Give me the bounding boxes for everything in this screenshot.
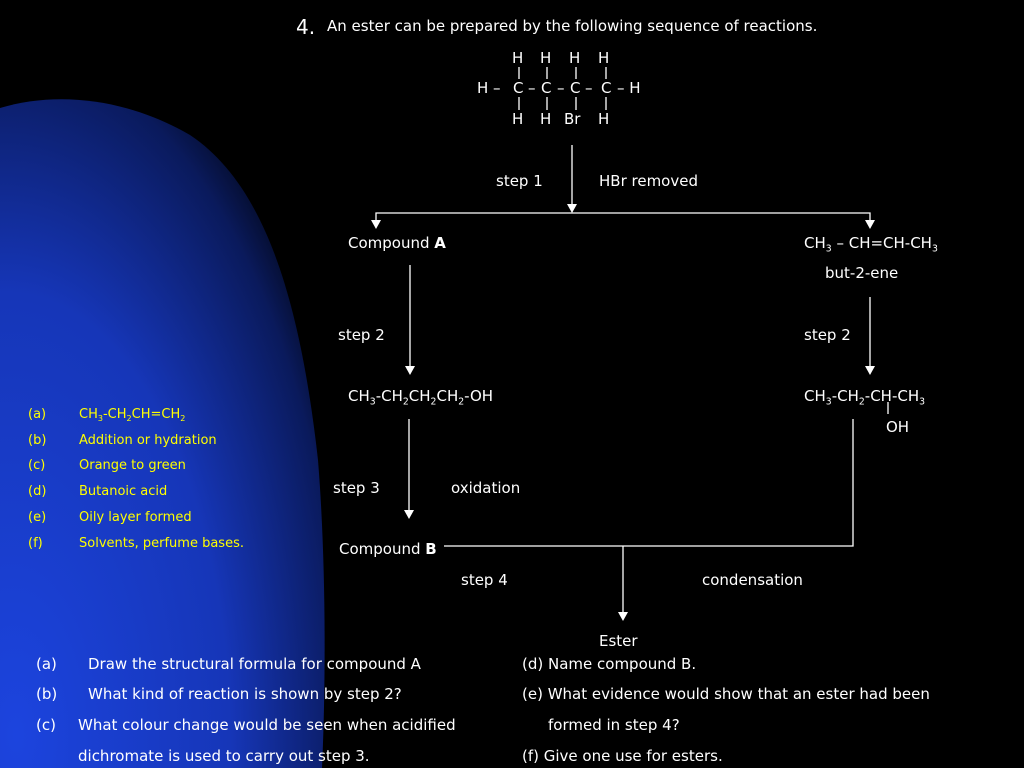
- step1-condition: HBr removed: [599, 172, 698, 190]
- step3-label: step 3: [333, 479, 380, 497]
- answer-key-b: (b): [28, 433, 47, 448]
- molecule-bottom-br: Br: [564, 110, 581, 128]
- step4-label: step 4: [461, 571, 508, 589]
- question-a: Draw the structural formula for compound…: [88, 655, 421, 673]
- molecule-carbon-3: C: [570, 79, 581, 97]
- molecule-bottom-h-4: H: [598, 110, 610, 128]
- molecule-carbon-4: C: [601, 79, 612, 97]
- answer-f: Solvents, perfume bases.: [79, 536, 244, 551]
- flow-arrows: [371, 145, 889, 621]
- step3-condition: oxidation: [451, 479, 521, 497]
- molecule-carbon-1: C: [513, 79, 524, 97]
- question-number: 4.: [296, 15, 316, 39]
- butan-2-ol-formula: CH3-CH2-CH-CH3: [804, 387, 926, 408]
- answer-d: Butanoic acid: [79, 484, 168, 499]
- molecule-dash-3: –: [585, 79, 593, 97]
- answer-c: Orange to green: [79, 458, 186, 473]
- step1-label: step 1: [496, 172, 543, 190]
- but-2-ene-formula: CH3 – CH=CH-CH3: [804, 234, 938, 255]
- question-d: (d) Name compound B.: [522, 655, 697, 673]
- but-2-ene-name: but-2-ene: [825, 264, 899, 282]
- molecule-bottom-h-2: H: [540, 110, 552, 128]
- question-e: (e) What evidence would show that an est…: [522, 685, 930, 703]
- blue-quarter-shape: [0, 99, 325, 768]
- molecule-top-h-1: H: [512, 49, 524, 67]
- answer-key-e: (e): [28, 510, 47, 525]
- question-c: What colour change would be seen when ac…: [78, 716, 456, 734]
- question-b: What kind of reaction is shown by step 2…: [88, 685, 402, 703]
- question-f: (f) Give one use for esters.: [522, 747, 723, 765]
- compound-b-label: Compound B: [339, 540, 437, 558]
- answer-key-c: (c): [28, 458, 46, 473]
- molecule-bottom-h-1: H: [512, 110, 524, 128]
- question-key-b: (b): [36, 685, 58, 703]
- molecule-bonds: [518, 67, 607, 110]
- molecule-top-h-4: H: [598, 49, 610, 67]
- butanol-formula: CH3-CH2CH2CH2-OH: [348, 387, 494, 408]
- compound-a-label: Compound A: [348, 234, 446, 252]
- molecule-right-h: – H: [617, 79, 641, 97]
- answer-key-a: (a): [28, 407, 47, 422]
- question-c-continued: dichromate is used to carry out step 3.: [78, 747, 370, 765]
- question-key-a: (a): [36, 655, 57, 673]
- molecule-dash-1: –: [528, 79, 536, 97]
- step4-condition: condensation: [702, 571, 803, 589]
- molecule-dash-2: –: [557, 79, 565, 97]
- answer-key-f: (f): [28, 536, 43, 551]
- question-intro: An ester can be prepared by the followin…: [327, 17, 818, 35]
- question-key-c: (c): [36, 716, 56, 734]
- right-step2-label: step 2: [804, 326, 851, 344]
- answer-a: CH3-CH2CH=CH2: [79, 407, 186, 423]
- molecule-left-h: H –: [477, 79, 501, 97]
- left-step2-label: step 2: [338, 326, 385, 344]
- molecule-carbon-2: C: [541, 79, 552, 97]
- ester-label: Ester: [599, 632, 638, 650]
- hydroxyl-group: OH: [886, 418, 910, 436]
- question-e-continued: formed in step 4?: [548, 716, 680, 734]
- answer-key-d: (d): [28, 484, 47, 499]
- molecule-top-h-3: H: [569, 49, 581, 67]
- molecule-top-h-2: H: [540, 49, 552, 67]
- answer-e: Oily layer formed: [79, 510, 192, 525]
- answer-b: Addition or hydration: [79, 433, 217, 448]
